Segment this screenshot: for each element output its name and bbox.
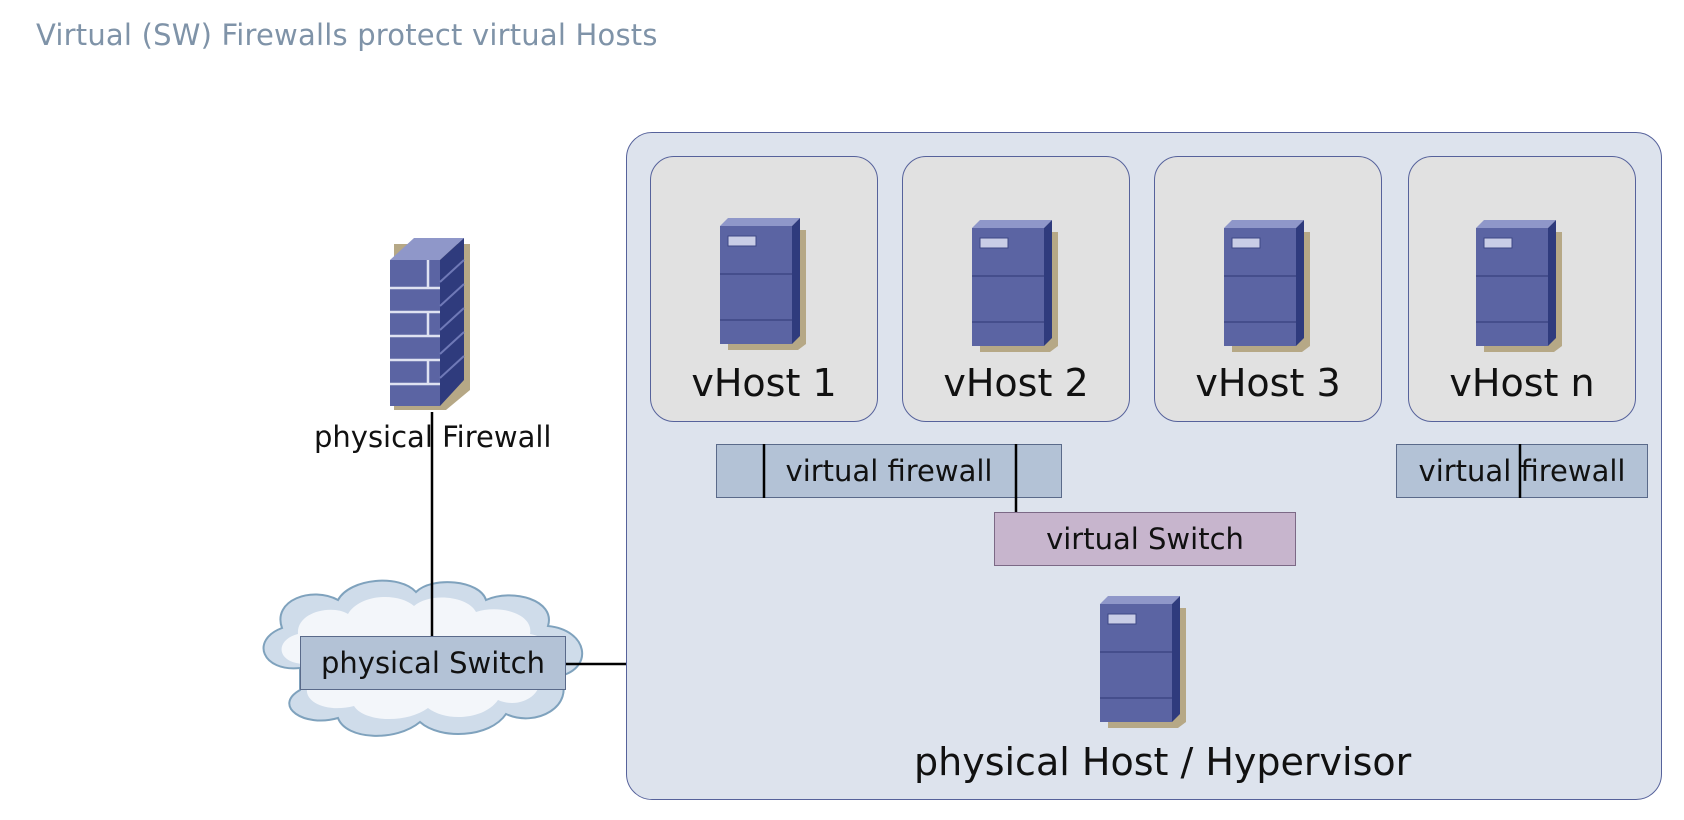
physical-host-label: physical Host / Hypervisor (914, 740, 1412, 784)
server-icon (720, 218, 806, 350)
physical-host-server-icon (1100, 596, 1186, 728)
virtual-firewall-right: virtual firewall (1396, 444, 1648, 498)
physical-switch: physical Switch (300, 636, 566, 690)
firewall-icon (390, 238, 470, 410)
vhost-label-n: vHost n (1449, 361, 1595, 405)
virtual-firewall-left: virtual firewall (716, 444, 1062, 498)
server-icon (1224, 220, 1310, 352)
server-icon (972, 220, 1058, 352)
physical-firewall-label: physical Firewall (314, 420, 552, 454)
virtual-switch: virtual Switch (994, 512, 1296, 566)
diagram-title: Virtual (SW) Firewalls protect virtual H… (36, 18, 658, 52)
vhost-label-2: vHost 2 (943, 361, 1089, 405)
vhost-label-1: vHost 1 (691, 361, 837, 405)
server-icon (1476, 220, 1562, 352)
vhost-label-3: vHost 3 (1195, 361, 1341, 405)
